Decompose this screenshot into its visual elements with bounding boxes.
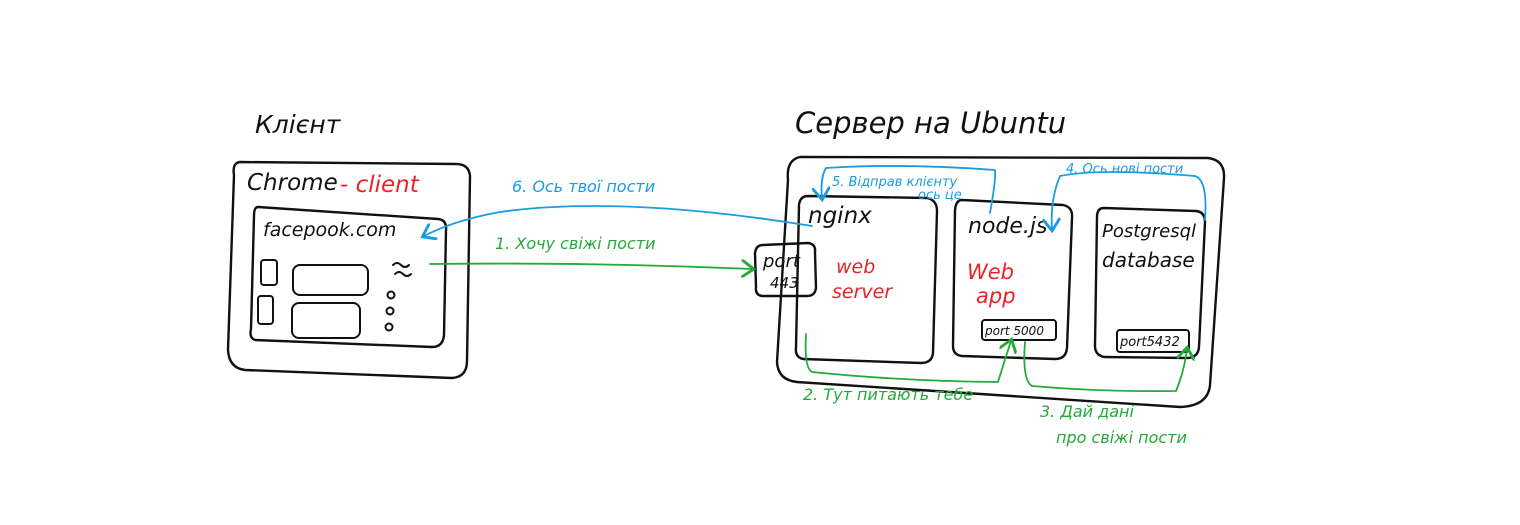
page-dot-2 [385, 306, 395, 316]
nginx-box [794, 194, 939, 365]
nginx-role-line2: server [832, 281, 893, 303]
nginx-port-label: port [762, 251, 801, 272]
arrow-step1 [429, 264, 752, 269]
nodejs-box [951, 198, 1074, 361]
page-content-card-2 [291, 302, 361, 339]
chrome-label: Chrome [247, 170, 338, 196]
arrow-step5 [822, 165, 997, 214]
facebook-url: facepook.com [263, 219, 396, 241]
postgres-port: port5432 [1119, 335, 1180, 350]
step1-label: 1. Хочу свіжі пости [495, 234, 656, 253]
step2-label: 2. Тут питають тебе [803, 385, 973, 404]
arrow-step3 [1023, 341, 1187, 393]
page-text-squiggle-2 [394, 271, 412, 277]
page-sidebar-block-1 [260, 259, 278, 286]
postgres-port-box [1116, 329, 1190, 353]
page-text-squiggle-1 [392, 262, 410, 268]
chrome-window-frame [226, 160, 472, 380]
step5-label-line1: 5. Відправ клієнту [832, 175, 958, 190]
nodejs-port-box [981, 319, 1057, 341]
nginx-port-number: 443 [770, 274, 799, 292]
server-outer-frame [775, 155, 1226, 409]
step3-label-line2: про свіжі пости [1056, 428, 1187, 447]
page-dot-1 [386, 290, 396, 300]
page-sidebar-block-2 [257, 295, 274, 325]
postgres-label-line2: database [1102, 248, 1195, 272]
arrow-step6 [424, 205, 813, 236]
step4-label: 4. Ось нові пости [1066, 162, 1183, 177]
nginx-port-box [753, 241, 818, 298]
step6-label: 6. Ось твої пости [512, 177, 655, 196]
arrow-step4 [1052, 171, 1207, 229]
page-dot-3 [384, 322, 394, 332]
nginx-label: nginx [808, 203, 872, 229]
client-heading: Клієнт [255, 110, 342, 139]
nodejs-label: node.js [968, 214, 1047, 239]
postgres-label-line1: Postgresql [1102, 221, 1196, 242]
server-heading: Сервер на Ubuntu [795, 106, 1066, 140]
facebook-page-frame [249, 205, 448, 349]
page-content-card-1 [292, 264, 369, 296]
arrow-step2 [804, 333, 1011, 383]
nodejs-role-line2: app [976, 284, 1016, 308]
step5-label-line2: ось це [918, 188, 962, 203]
nodejs-role-line1: Web [967, 260, 1014, 284]
nginx-role-line1: web [836, 256, 875, 278]
nodejs-port: port 5000 [984, 324, 1044, 338]
chrome-client-role: - client [340, 172, 420, 198]
step3-label-line1: 3. Дай дані [1040, 402, 1134, 421]
